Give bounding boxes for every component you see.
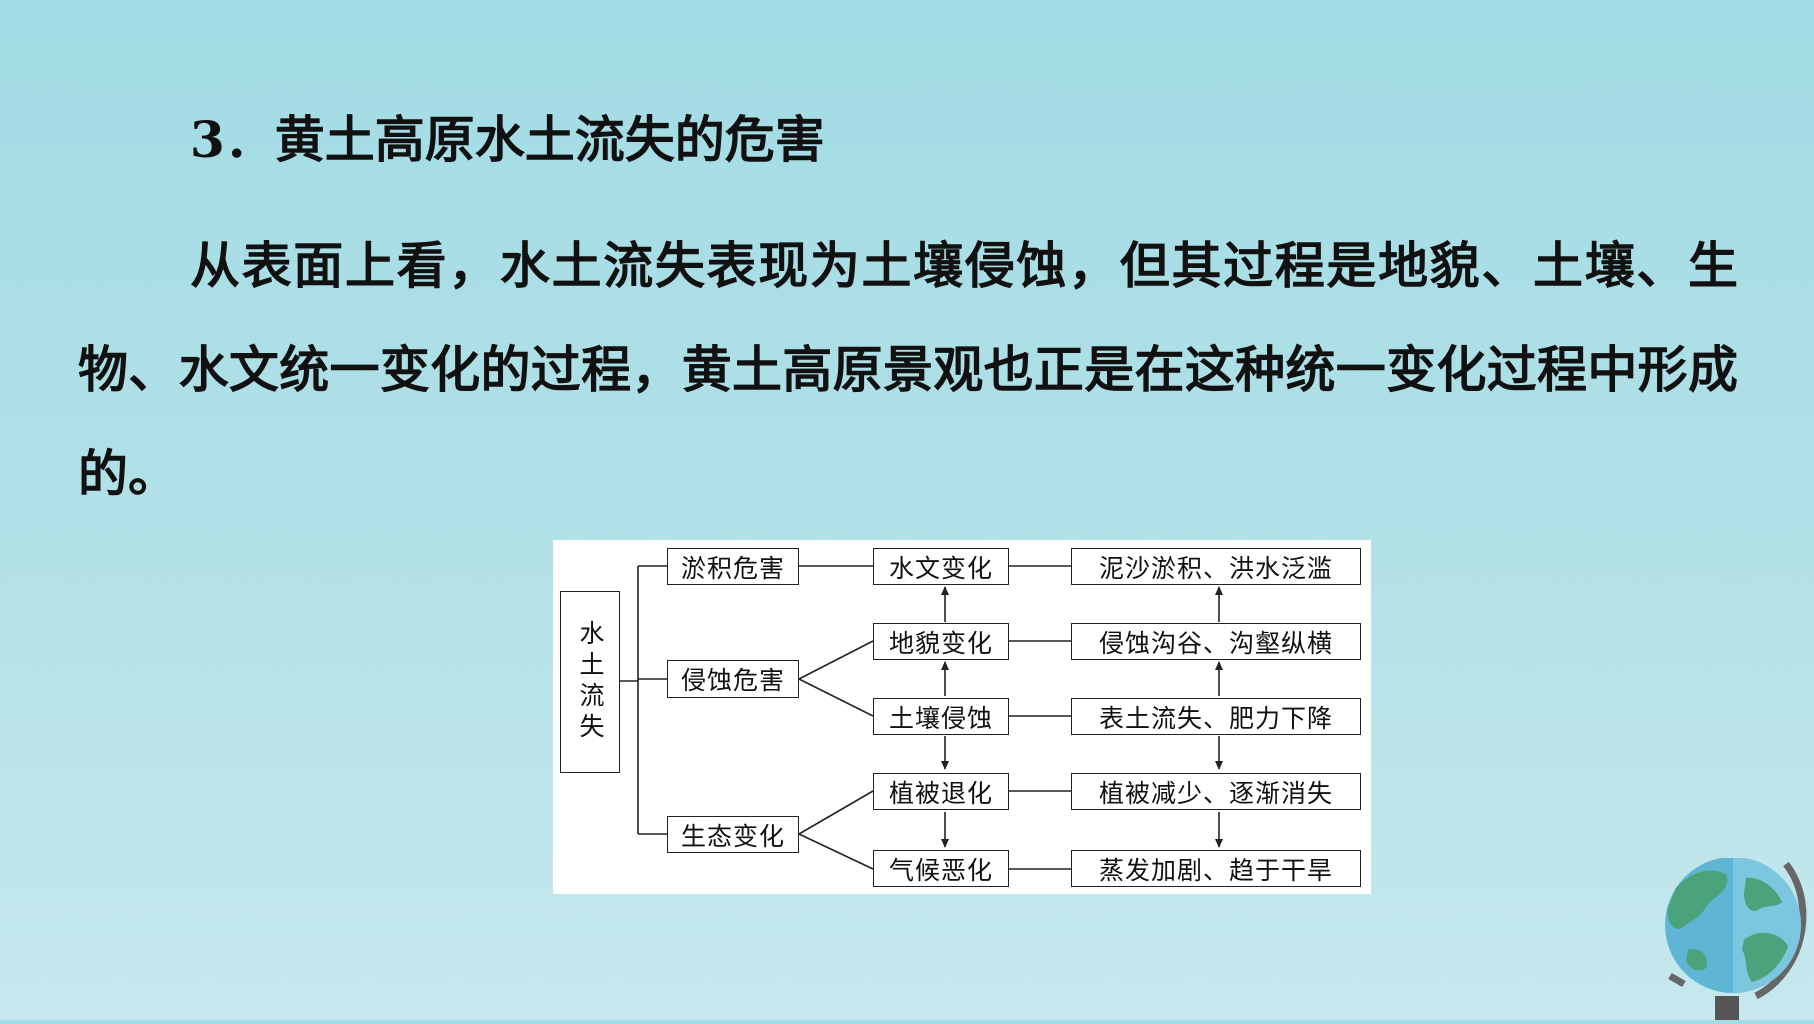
diagram-box-vegetation-loss: 植被减少、逐渐消失	[1071, 773, 1361, 810]
water-soil-loss-diagram: 水土流失 淤积危害 侵蚀危害 生态变化 水文变化 地貌变化 土壤侵蚀 植被退化 …	[553, 540, 1371, 894]
diagram-box-drought: 蒸发加剧、趋于干旱	[1071, 850, 1361, 887]
diagram-box-sediment-flood: 泥沙淤积、洪水泛滥	[1071, 548, 1361, 585]
globe-icon	[1648, 857, 1814, 1020]
diagram-box-climate-deterioration: 气候恶化	[873, 850, 1009, 887]
diagram-box-soil-erosion: 土壤侵蚀	[873, 698, 1009, 735]
diagram-box-landform-change: 地貌变化	[873, 623, 1009, 660]
diagram-box-vegetation-degradation: 植被退化	[873, 773, 1009, 810]
diagram-box-siltation-harm: 淤积危害	[667, 548, 799, 585]
diagram-box-ecological-change: 生态变化	[667, 816, 799, 853]
diagram-box-hydrology-change: 水文变化	[873, 548, 1009, 585]
diagram-connectors	[620, 565, 1223, 870]
diagram-box-topsoil-loss: 表土流失、肥力下降	[1071, 698, 1361, 735]
section-heading: 3．黄土高原水土流失的危害	[190, 110, 825, 169]
diagram-root-box: 水土流失	[560, 591, 620, 773]
diagram-box-erosion-harm: 侵蚀危害	[667, 660, 799, 698]
body-paragraph: 从表面上看，水土流失表现为土壤侵蚀，但其过程是地貌、土壤、生物、水文统一变化的过…	[78, 236, 1738, 503]
diagram-box-gullies: 侵蚀沟谷、沟壑纵横	[1071, 623, 1361, 660]
